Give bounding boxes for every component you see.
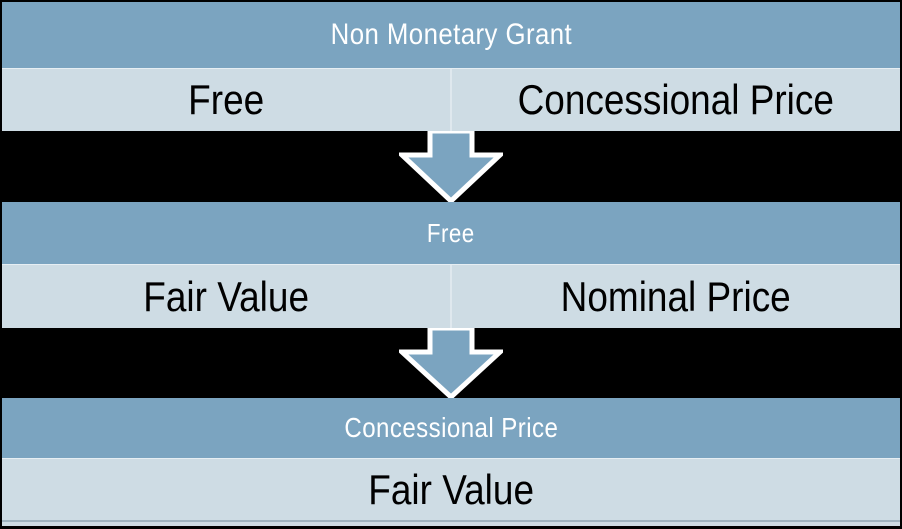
group2-cell-fair-value: Fair Value	[2, 265, 452, 328]
group3-cell-fair-value-label: Fair Value	[368, 465, 534, 513]
group3-cell-fair-value: Fair Value	[2, 459, 900, 520]
group1-header-label: Non Monetary Grant	[330, 18, 572, 51]
group3-body: Fair Value	[2, 458, 900, 520]
group1-cell-concessional-price: Concessional Price	[452, 69, 900, 131]
group2-cell-fair-value-label: Fair Value	[143, 272, 309, 320]
group1-cell-free: Free	[2, 69, 452, 131]
group1-header: Non Monetary Grant	[2, 2, 900, 68]
flow-group-free: Free Fair Value Nominal Price	[2, 202, 900, 328]
flow-group-concessional-price: Concessional Price Fair Value	[2, 398, 900, 520]
group1-cell-concessional-price-label: Concessional Price	[517, 76, 835, 123]
group2-cell-nominal-price: Nominal Price	[452, 265, 900, 328]
down-arrow-1	[399, 131, 503, 203]
group2-header: Free	[2, 202, 900, 264]
group1-body: Free Concessional Price	[2, 68, 900, 131]
group3-header-label: Concessional Price	[344, 412, 558, 443]
down-arrow-2	[399, 328, 503, 399]
group2-header-label: Free	[427, 218, 475, 248]
group1-cell-free-label: Free	[187, 76, 264, 123]
group2-body: Fair Value Nominal Price	[2, 264, 900, 328]
bottom-edge-strip	[2, 520, 900, 526]
flow-group-non-monetary-grant: Non Monetary Grant Free Concessional Pri…	[2, 2, 900, 131]
group3-header: Concessional Price	[2, 398, 900, 458]
group2-cell-nominal-price-label: Nominal Price	[560, 272, 792, 320]
